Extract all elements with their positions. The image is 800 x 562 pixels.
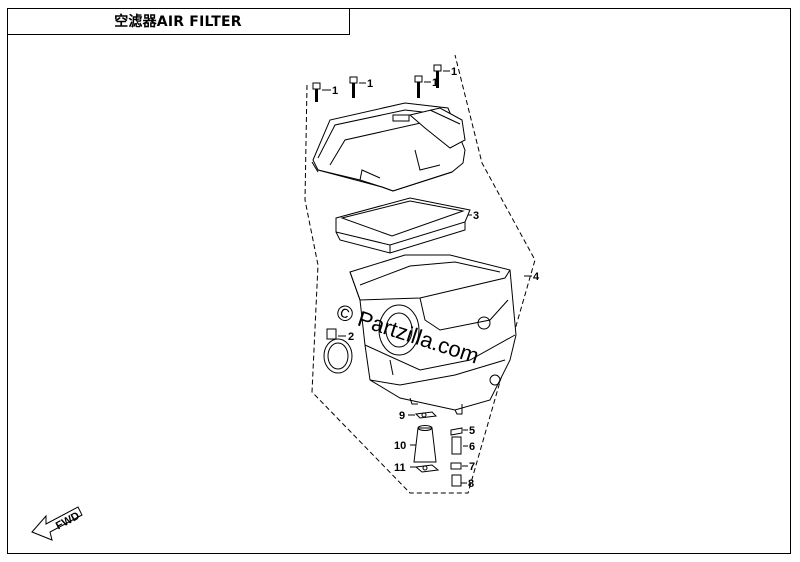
filter-element bbox=[335, 197, 471, 254]
callout-2: 2 bbox=[348, 331, 354, 343]
pipe-6 bbox=[451, 436, 462, 455]
callout-5: 5 bbox=[469, 425, 475, 437]
callout-4: 4 bbox=[533, 271, 540, 283]
clip-9 bbox=[414, 411, 438, 419]
callout-10: 10 bbox=[394, 440, 406, 452]
title-box: 空滤器AIR FILTER bbox=[7, 8, 350, 35]
airbox-cover bbox=[311, 102, 466, 192]
bolt-1a bbox=[312, 82, 321, 102]
callout-9: 9 bbox=[399, 410, 405, 422]
callout-7: 7 bbox=[469, 461, 475, 473]
hose-clamp bbox=[323, 328, 353, 374]
callout-1d: 1 bbox=[451, 66, 457, 78]
bolt-1c bbox=[414, 75, 423, 98]
drain-tube-10 bbox=[413, 425, 437, 463]
callout-1b: 1 bbox=[367, 78, 373, 90]
callout-8: 8 bbox=[468, 478, 474, 490]
callout-11: 11 bbox=[394, 462, 406, 474]
airbox-body bbox=[349, 254, 517, 415]
cap-8 bbox=[451, 474, 462, 487]
callout-1a: 1 bbox=[332, 85, 338, 97]
clip-5 bbox=[450, 427, 463, 436]
bolt-1d bbox=[433, 64, 442, 88]
callout-3: 3 bbox=[473, 210, 479, 222]
clip-11 bbox=[414, 464, 440, 473]
clip-7 bbox=[450, 462, 462, 470]
page-title: 空滤器AIR FILTER bbox=[114, 14, 242, 30]
fwd-arrow bbox=[31, 506, 83, 541]
callout-1c: 1 bbox=[432, 77, 438, 89]
assembly-boundary bbox=[304, 54, 536, 494]
page-border bbox=[7, 8, 791, 554]
bolt-1b bbox=[349, 76, 358, 98]
callout-6: 6 bbox=[469, 441, 475, 453]
fwd-label: FWD bbox=[54, 510, 82, 532]
